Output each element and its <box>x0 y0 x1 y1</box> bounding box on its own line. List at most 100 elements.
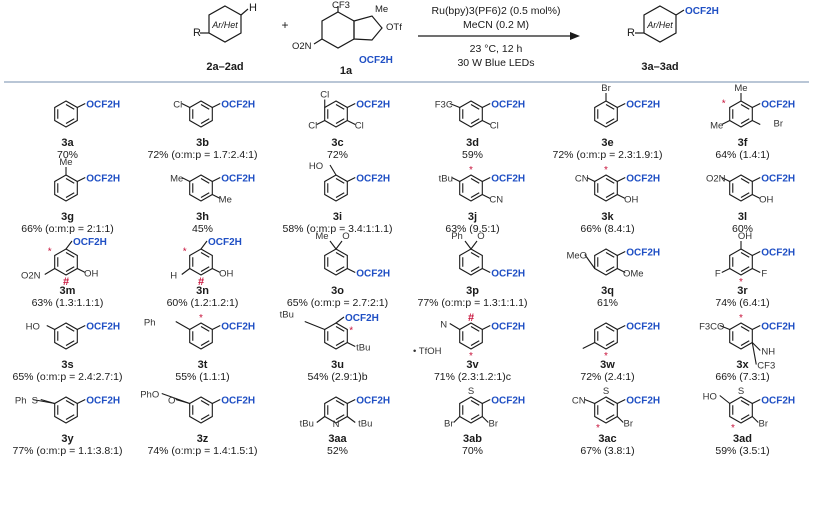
compound-yield: 64% (1.4:1) <box>715 149 770 161</box>
product-ring-label: Ar/Het <box>646 20 673 30</box>
bond <box>347 268 356 273</box>
bond <box>616 416 624 423</box>
structure-3a: OCF2H <box>54 100 120 128</box>
substituent-label: Me <box>315 231 328 242</box>
bond <box>346 416 356 423</box>
substituent-label: HO <box>309 161 323 172</box>
ocf2h-group-label: OCF2H <box>761 248 795 259</box>
compound-yield: 77% (o:m:p = 1.3:1:1.1) <box>417 297 528 309</box>
substituent-label: F3C <box>435 100 453 111</box>
site-star-marker: * <box>183 247 187 258</box>
bond <box>77 268 86 273</box>
bond <box>482 103 491 108</box>
site-star-marker: * <box>731 423 735 434</box>
compound-yield: 54% (2.9:1)b <box>307 371 368 383</box>
structure-3g: OCF2H Me <box>54 157 120 202</box>
bond <box>617 325 626 330</box>
compound-id: 3o <box>331 285 344 297</box>
compound-yield: 72% (o:m:p = 2.3:1.9:1) <box>552 149 663 161</box>
substituent-label: O2N <box>706 174 726 185</box>
substituent-label: Br <box>774 119 784 130</box>
reagent-structure <box>313 6 383 49</box>
substituent-label: Br <box>601 83 611 94</box>
bond <box>482 120 491 125</box>
ocf2h-group-label: OCF2H <box>86 322 120 333</box>
compound-yield: 60% (1.2:1.2:1) <box>166 297 239 309</box>
double-bond <box>470 266 480 272</box>
double-bond <box>65 340 75 346</box>
compound-yield: 74% (6.4:1) <box>715 297 770 309</box>
ocf2h-group-label: OCF2H <box>626 248 660 259</box>
substituent-label: Cl <box>355 121 364 132</box>
substituent-label: F <box>715 269 721 280</box>
compound-id: 3l <box>737 211 748 223</box>
double-bond <box>470 104 480 110</box>
double-bond <box>65 192 75 198</box>
double-bond <box>335 326 345 332</box>
ocf2h-group-label: OCF2H <box>356 396 390 407</box>
ocf2h-group-label: OCF2H <box>73 237 107 248</box>
divider-rule <box>4 81 809 83</box>
bond <box>316 416 326 423</box>
substituent-label: Ph <box>451 231 463 242</box>
substituent-label: N <box>440 320 447 331</box>
compound-id: 3ab <box>463 433 482 445</box>
bond <box>482 194 491 199</box>
ocf2h-group-label: OCF2H <box>626 396 660 407</box>
double-bond <box>605 414 615 420</box>
reaction-scheme: Ar/Het R H 2a–2ad + CF3 Me OTf O2N OCF2H… <box>193 0 719 77</box>
compound-id: 3j <box>467 211 478 223</box>
ring <box>189 248 213 276</box>
substituent-label: MeO <box>566 251 587 262</box>
double-bond <box>605 326 615 332</box>
ocf2h-group-label: OCF2H <box>491 396 525 407</box>
substituent-label: HO <box>703 392 717 403</box>
bond <box>161 392 190 405</box>
arrow-head <box>570 32 580 40</box>
compound-yield: 66% (o:m:p = 2:1:1) <box>21 223 114 235</box>
double-bond <box>200 340 210 346</box>
compound-id: 3r <box>737 285 748 297</box>
ocf2h-group-label: OCF2H <box>626 174 660 185</box>
substituent-label: Me <box>59 157 72 168</box>
substituent-label: CF3 <box>757 361 775 372</box>
bond <box>65 240 73 250</box>
substituent-label: O <box>168 396 175 407</box>
compound-id: 3p <box>466 285 479 297</box>
ocf2h-group-label: OCF2H <box>86 174 120 185</box>
ocf2h-group-label: OCF2H <box>491 322 525 333</box>
double-bond <box>605 104 615 110</box>
bond <box>586 177 595 182</box>
compound-yield: 63% (9.5:1) <box>445 223 500 235</box>
bond <box>181 177 190 182</box>
bond <box>212 177 221 182</box>
substrate-h-label: H <box>249 2 257 14</box>
bond <box>304 320 325 331</box>
product-id: 3a–3ad <box>641 61 678 73</box>
double-bond <box>470 178 480 184</box>
plus-sign: + <box>281 18 288 32</box>
ocf2h-group-label: OCF2H <box>356 269 390 280</box>
bond <box>32 398 55 405</box>
product-structure <box>635 5 685 43</box>
substituent-label: • TfOH <box>413 346 442 357</box>
bond <box>212 194 221 199</box>
compound-yield: 74% (o:m:p = 1.4:1.5:1) <box>147 445 258 457</box>
compound-id: 3ac <box>598 433 617 445</box>
bond <box>77 325 86 330</box>
double-bond <box>335 252 345 258</box>
